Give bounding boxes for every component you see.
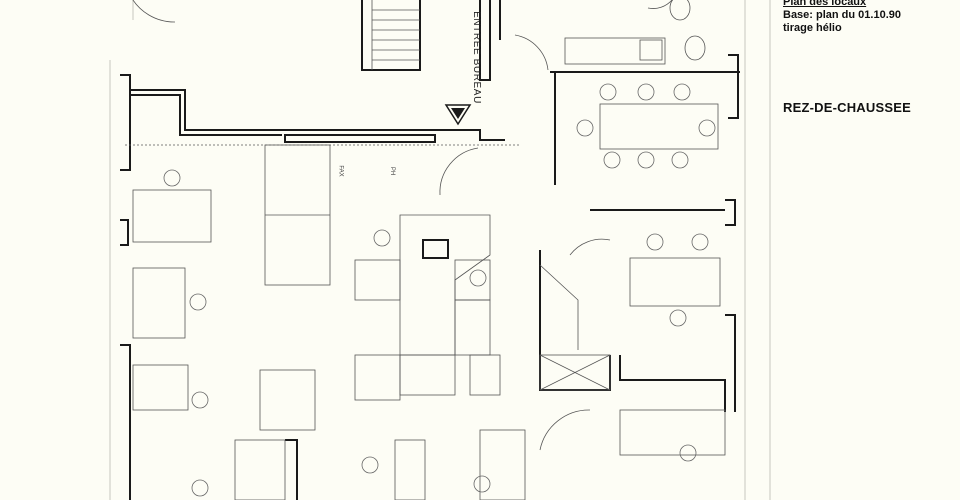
- chairs: [163, 83, 716, 497]
- floor-label: REZ-DE-CHAUSSEE: [783, 100, 911, 115]
- phone-label: PH: [389, 166, 396, 176]
- frame-lines: [109, 0, 771, 500]
- print-type-line: tirage hélio: [783, 22, 842, 34]
- document-title: Plan des locaux: [783, 0, 867, 8]
- entrance-label: ENTREE BUREAU: [470, 11, 482, 104]
- title-block: Plan des locaux Base: plan du 01.10.90 t…: [783, 0, 953, 35]
- base-plan-line: Base: plan du 01.10.90: [783, 9, 901, 21]
- fax-label: FAX: [337, 165, 344, 177]
- walls: [120, 0, 740, 500]
- furniture-lines: [125, 0, 726, 500]
